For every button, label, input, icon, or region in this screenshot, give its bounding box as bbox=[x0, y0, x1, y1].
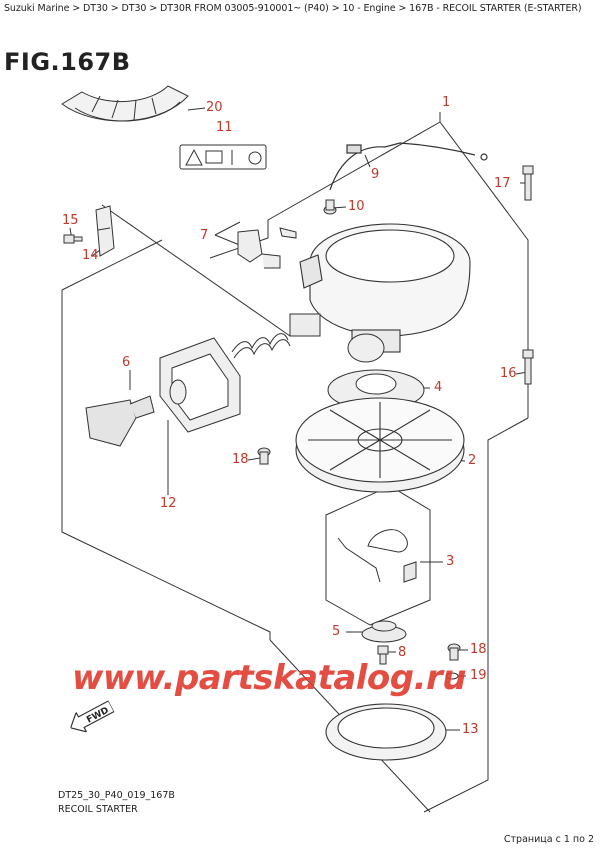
assembly-outline-bottom bbox=[61, 290, 271, 640]
callout-10: 10 bbox=[348, 199, 365, 214]
reel-cap-5 bbox=[361, 620, 407, 643]
reel-2 bbox=[295, 397, 465, 493]
bolt-17 bbox=[522, 165, 534, 201]
recoil-cover-segment bbox=[61, 85, 189, 122]
callout-5: 5 bbox=[332, 624, 341, 639]
leader-line-7a bbox=[214, 221, 241, 236]
washer-19 bbox=[445, 672, 459, 680]
spring-box-outline bbox=[325, 485, 431, 626]
callout-20: 20 bbox=[206, 100, 223, 115]
assembly-outline-mid bbox=[61, 239, 163, 291]
callout-16: 16 bbox=[500, 366, 517, 381]
watermark: www.partskatalog.ru bbox=[72, 658, 467, 698]
callout-9: 9 bbox=[371, 167, 380, 182]
callout-2: 2 bbox=[468, 453, 477, 468]
screw-18b bbox=[447, 643, 461, 661]
leader-line-14 bbox=[91, 249, 101, 257]
bolt-8 bbox=[377, 645, 389, 665]
leader-line-9 bbox=[364, 154, 371, 168]
recoil-spring-3 bbox=[337, 529, 417, 583]
callout-14: 14 bbox=[82, 248, 99, 263]
page-indicator: Страница с 1 по 2 bbox=[503, 834, 594, 845]
cable-holder-14 bbox=[95, 205, 115, 257]
stopper-bracket-7 bbox=[237, 227, 297, 269]
warning-label bbox=[179, 144, 267, 170]
callout-17: 17 bbox=[494, 176, 511, 191]
callout-4: 4 bbox=[434, 380, 443, 395]
fwd-arrow-icon: FWD bbox=[69, 700, 115, 733]
leader-line-18a bbox=[247, 457, 261, 461]
starter-cable bbox=[329, 142, 488, 191]
drawing-subtitle: RECOIL STARTER bbox=[58, 804, 138, 815]
breadcrumb: Suzuki Marine > DT30 > DT30 > DT30R FROM… bbox=[4, 3, 582, 14]
callout-7: 7 bbox=[200, 228, 209, 243]
callout-1: 1 bbox=[442, 95, 451, 110]
callout-18-reel: 18 bbox=[232, 452, 249, 467]
figure-title: FIG.167B bbox=[4, 48, 131, 76]
callout-19: 19 bbox=[470, 668, 487, 683]
callout-18-cap: 18 bbox=[470, 642, 487, 657]
assembly-outline-left bbox=[101, 204, 291, 337]
callout-15: 15 bbox=[62, 213, 79, 228]
recoil-housing bbox=[299, 223, 471, 353]
handle-guide-12 bbox=[159, 337, 241, 433]
drawing-code: DT25_30_P40_019_167B bbox=[58, 790, 175, 801]
callout-11: 11 bbox=[216, 120, 233, 135]
starter-handle-6 bbox=[85, 395, 155, 447]
bolt-15 bbox=[63, 234, 83, 244]
callout-13: 13 bbox=[462, 722, 479, 737]
callout-3: 3 bbox=[446, 554, 455, 569]
callout-12: 12 bbox=[160, 496, 177, 511]
handle-spring bbox=[231, 313, 321, 359]
bolt-16 bbox=[522, 349, 534, 385]
callout-6: 6 bbox=[122, 355, 131, 370]
leader-line-20 bbox=[187, 107, 206, 111]
assembly-outline-right bbox=[423, 417, 529, 813]
cover-ring-13 bbox=[325, 703, 447, 761]
callout-8: 8 bbox=[398, 645, 407, 660]
cable-grommet bbox=[323, 199, 337, 215]
screw-18a bbox=[257, 447, 271, 465]
